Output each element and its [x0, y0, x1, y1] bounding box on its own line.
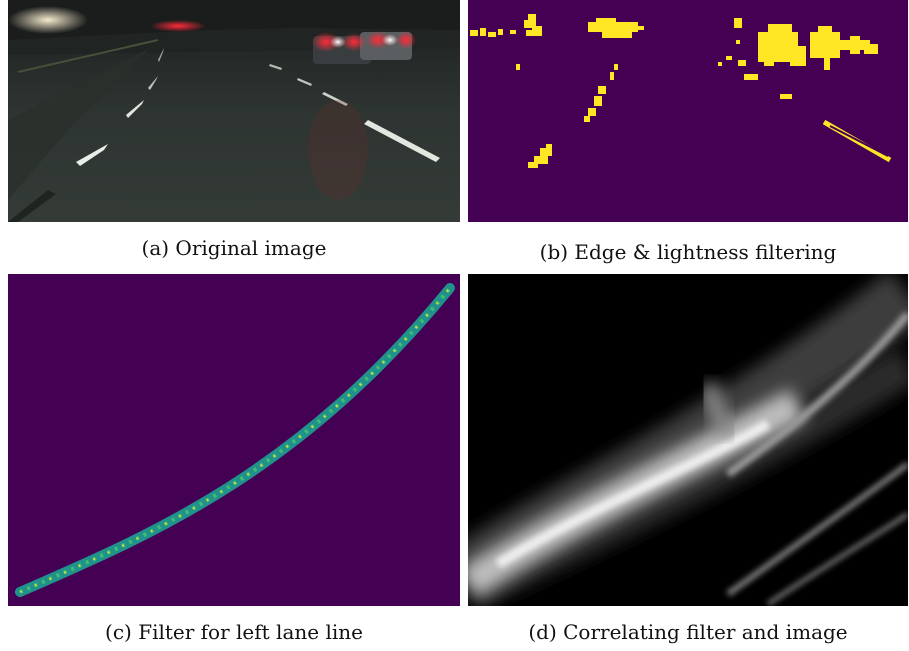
lane-filter-image — [8, 274, 460, 606]
original-road-image — [8, 0, 460, 222]
caption-a: (a) Original image — [141, 236, 327, 260]
caption-c: (c) Filter for left lane line — [105, 620, 363, 644]
edge-filter-image — [468, 0, 908, 222]
correlation-image — [468, 274, 908, 606]
caption-b: (b) Edge & lightness filtering — [539, 240, 837, 264]
caption-d: (d) Correlating filter and image — [528, 620, 848, 644]
